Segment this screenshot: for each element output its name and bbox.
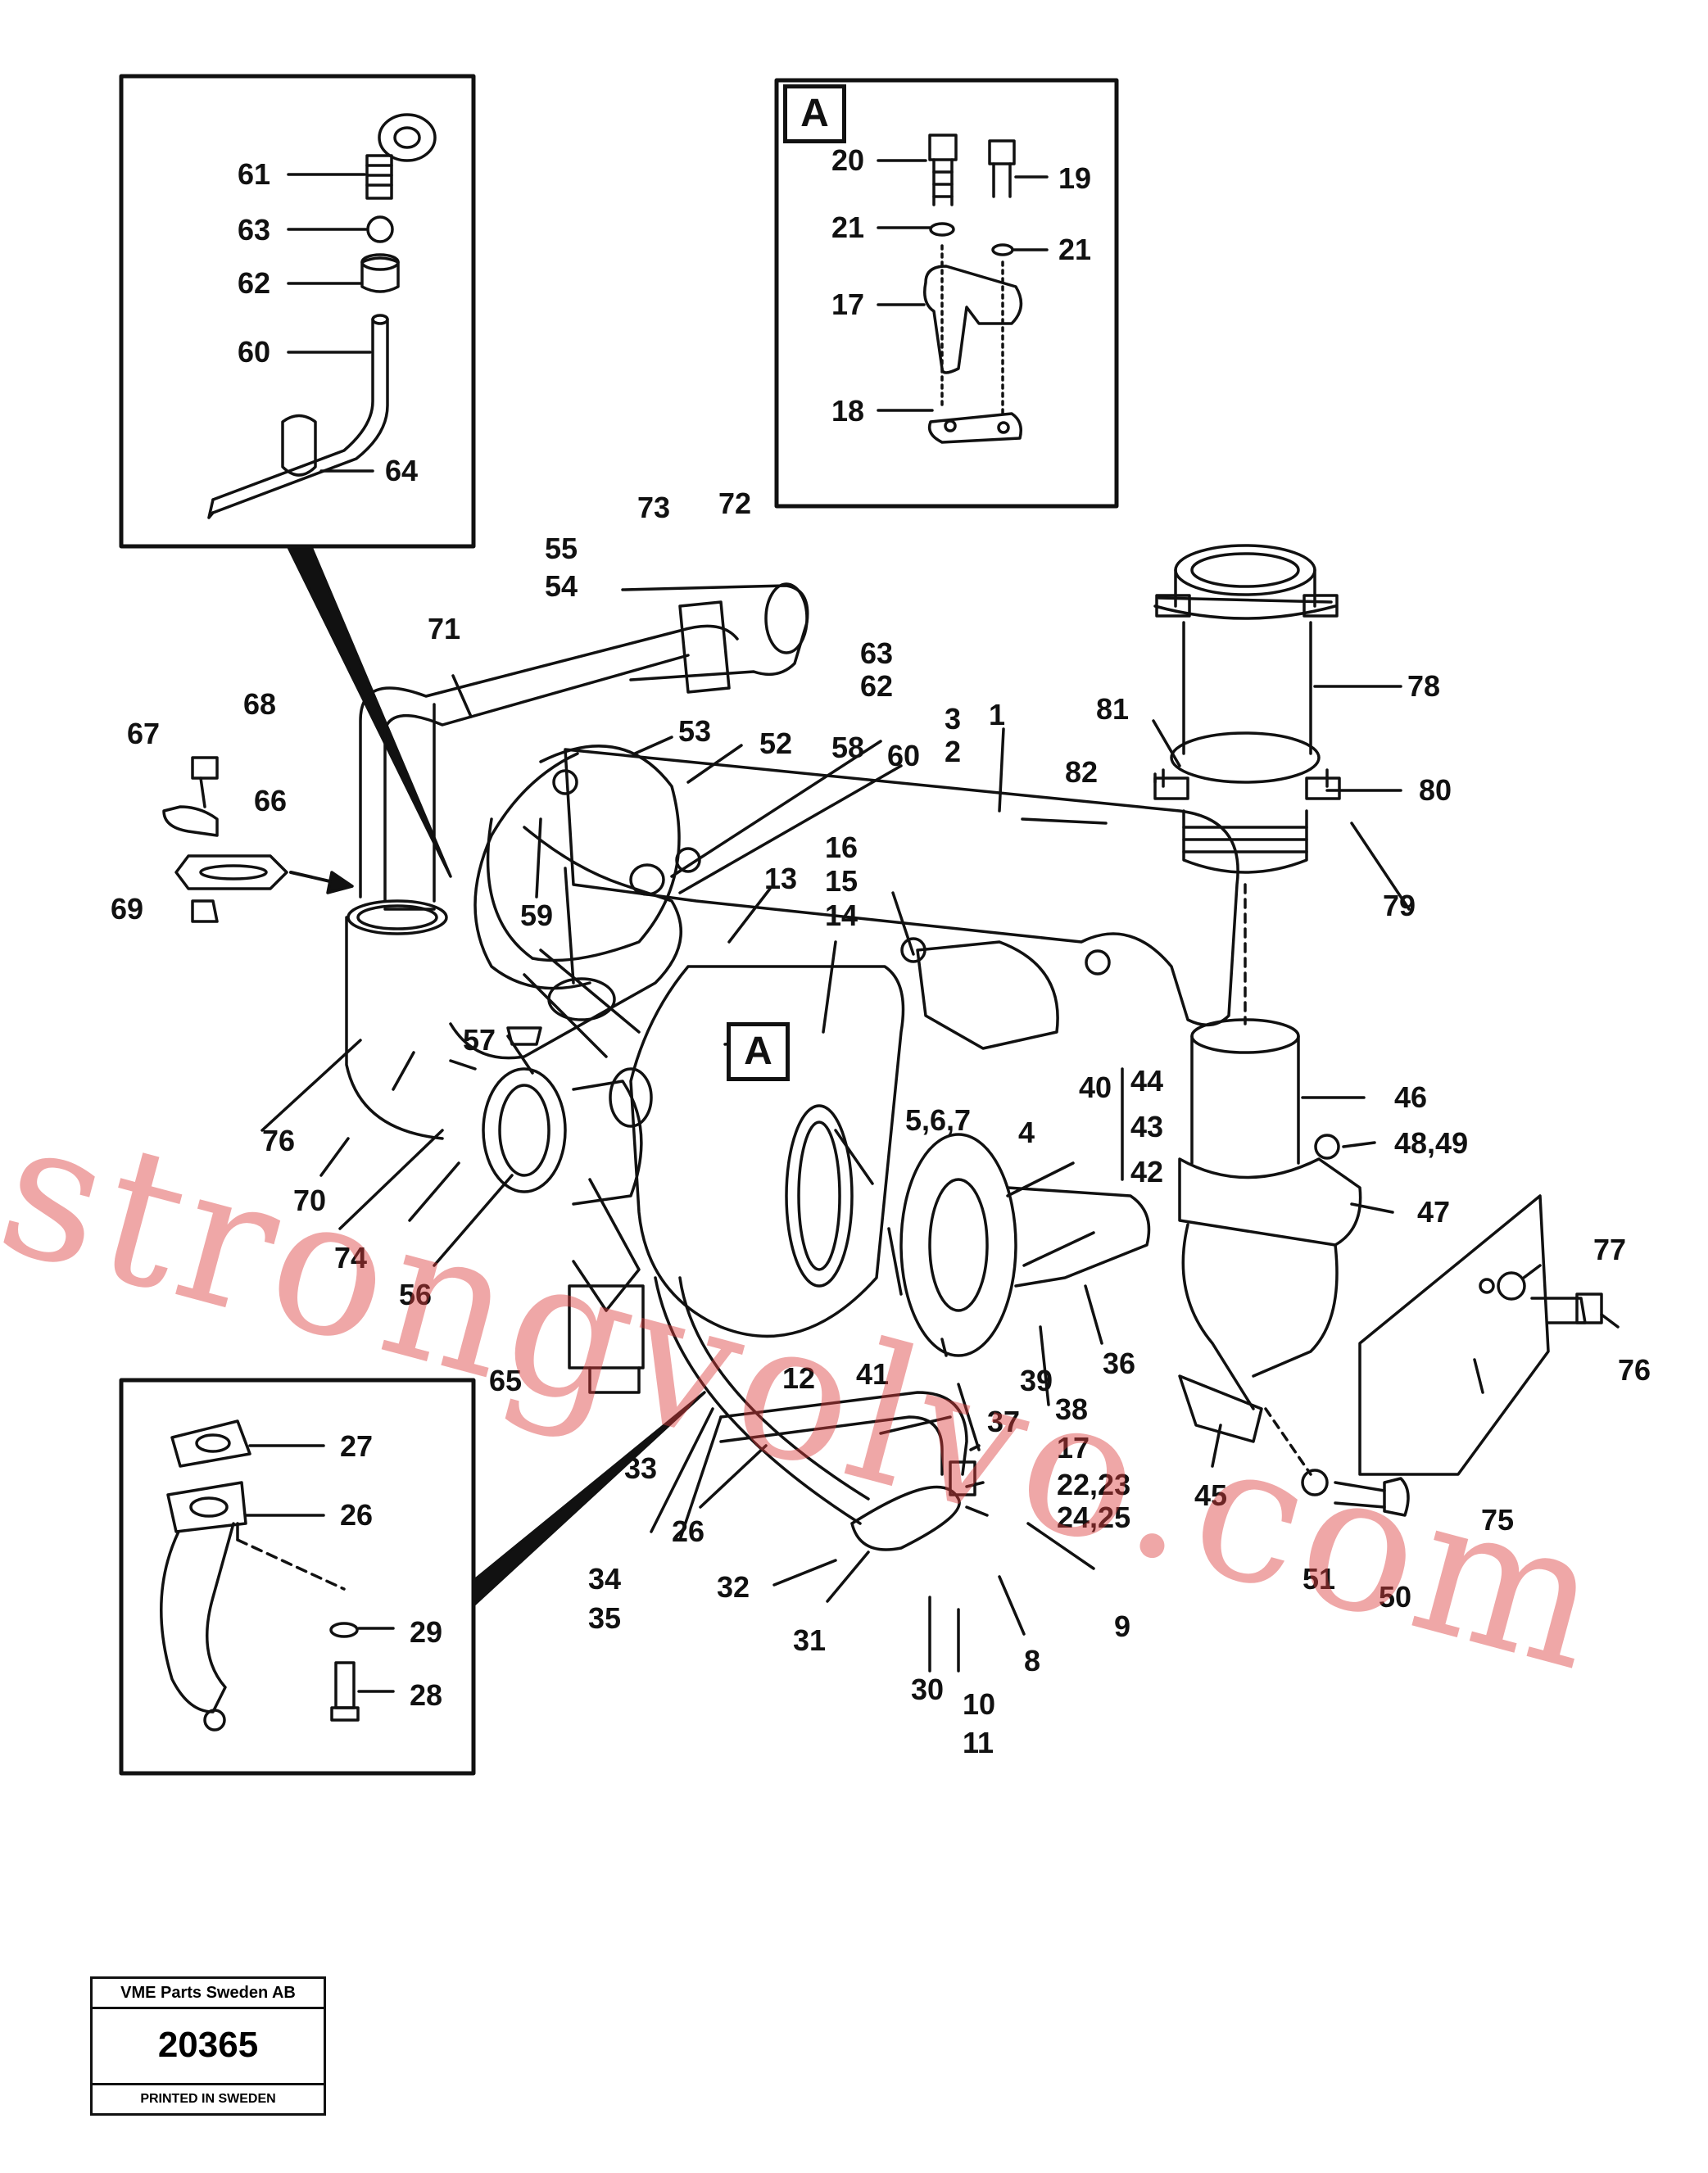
- callout-76: 76: [1618, 1353, 1651, 1387]
- callout-73: 73: [637, 491, 671, 524]
- callout-32: 32: [717, 1570, 750, 1604]
- callout-20: 20: [831, 143, 865, 177]
- callout-78: 78: [1407, 669, 1441, 703]
- callout-62-detail: 62: [238, 266, 271, 300]
- callout-61: 61: [238, 157, 271, 191]
- coolant-pipe-detail: [160, 1419, 360, 1732]
- stamp-printed: PRINTED IN SWEDEN: [93, 2083, 324, 2113]
- callout-67: 67: [127, 717, 161, 750]
- hose-fitting-A: [923, 134, 1023, 444]
- callout-12: 12: [782, 1361, 816, 1395]
- callout-26-main: 26: [672, 1514, 705, 1548]
- callout-1: 1: [989, 698, 1006, 731]
- callout-18: 18: [831, 394, 865, 428]
- callout-17-detail: 17: [831, 287, 865, 321]
- callout-54: 54: [545, 569, 578, 603]
- callout-55: 55: [545, 532, 578, 565]
- callout-70: 70: [293, 1184, 327, 1217]
- callout-35: 35: [588, 1601, 622, 1635]
- callout-65: 65: [489, 1364, 523, 1397]
- callout-29: 29: [410, 1615, 443, 1649]
- stamp-number: 20365: [157, 2025, 259, 2065]
- callout-76-partial: 76: [262, 1124, 296, 1157]
- callout-74: 74: [334, 1241, 368, 1274]
- callout-34: 34: [588, 1562, 622, 1596]
- callout-68: 68: [243, 687, 277, 721]
- callout-2: 2: [945, 735, 962, 768]
- callout-44: 44: [1130, 1064, 1164, 1098]
- callout-21-right: 21: [1058, 233, 1092, 266]
- callout-19: 19: [1058, 161, 1092, 195]
- callout-53: 53: [678, 714, 712, 748]
- callout-40: 40: [1079, 1071, 1112, 1104]
- callout-5-6-7: 5,6,7: [905, 1103, 972, 1137]
- callout-52: 52: [759, 727, 793, 760]
- callout-60-main: 60: [887, 739, 921, 772]
- callout-69: 69: [111, 892, 144, 926]
- callout-30: 30: [911, 1673, 945, 1706]
- callout-28: 28: [410, 1678, 443, 1712]
- title-stamp: VME Parts Sweden AB 20365 PRINTED IN SWE…: [90, 1976, 326, 2116]
- callout-77: 77: [1593, 1233, 1627, 1266]
- callout-71: 71: [428, 612, 461, 645]
- callout-79: 79: [1383, 889, 1416, 922]
- callout-4: 4: [1018, 1116, 1035, 1149]
- callout-14: 14: [825, 899, 859, 932]
- callout-81: 81: [1096, 692, 1130, 726]
- detail-frame-A: [774, 78, 1119, 509]
- callout-56: 56: [399, 1278, 433, 1311]
- callout-45: 45: [1194, 1478, 1228, 1512]
- callout-tag-A: A: [727, 1022, 790, 1081]
- callout-21-left: 21: [831, 211, 865, 244]
- callout-15: 15: [825, 864, 859, 898]
- callout-39: 39: [1020, 1364, 1053, 1397]
- callout-80: 80: [1419, 773, 1452, 807]
- callout-33: 33: [624, 1451, 658, 1485]
- callout-43: 43: [1130, 1110, 1164, 1143]
- callout-38: 38: [1055, 1392, 1089, 1426]
- callout-63-main: 63: [860, 636, 894, 670]
- detail-frame-coolant-pipe: [119, 1378, 476, 1776]
- callout-62-main: 62: [860, 669, 894, 703]
- callout-31: 31: [793, 1623, 827, 1657]
- callout-42: 42: [1130, 1155, 1164, 1188]
- callout-63-detail: 63: [238, 213, 271, 247]
- callout-50: 50: [1379, 1580, 1412, 1614]
- callout-3: 3: [945, 702, 962, 736]
- callout-27: 27: [340, 1429, 374, 1463]
- callout-64: 64: [385, 454, 419, 487]
- callout-17-main: 17: [1057, 1431, 1090, 1465]
- callout-60-detail: 60: [238, 335, 271, 369]
- callout-46: 46: [1394, 1080, 1428, 1114]
- callout-48-49: 48,49: [1394, 1126, 1469, 1160]
- callout-36: 36: [1103, 1347, 1136, 1380]
- callout-59: 59: [520, 899, 554, 932]
- callout-58: 58: [831, 731, 865, 764]
- callout-66: 66: [254, 784, 288, 817]
- callout-24-25: 24,25: [1057, 1501, 1131, 1534]
- callout-11: 11: [963, 1726, 994, 1759]
- callout-75: 75: [1481, 1503, 1515, 1537]
- callout-22-23: 22,23: [1057, 1468, 1131, 1501]
- stamp-company: VME Parts Sweden AB: [93, 1979, 324, 2009]
- callout-9: 9: [1114, 1609, 1131, 1643]
- callout-26-detail: 26: [340, 1498, 374, 1532]
- callout-37: 37: [987, 1405, 1021, 1438]
- callout-16: 16: [825, 831, 859, 864]
- callout-82: 82: [1065, 755, 1099, 789]
- callout-51: 51: [1303, 1562, 1336, 1596]
- detail-tag-A: A: [783, 84, 846, 143]
- exhaust-pipe-assembly: [162, 544, 1603, 1517]
- callout-41: 41: [856, 1357, 890, 1391]
- callout-13: 13: [764, 862, 798, 895]
- callout-10: 10: [963, 1687, 996, 1721]
- callout-57: 57: [463, 1023, 496, 1057]
- callout-72: 72: [718, 487, 752, 520]
- callout-47: 47: [1417, 1195, 1451, 1229]
- banjo-fitting-group: [207, 113, 437, 519]
- callout-8: 8: [1024, 1644, 1041, 1677]
